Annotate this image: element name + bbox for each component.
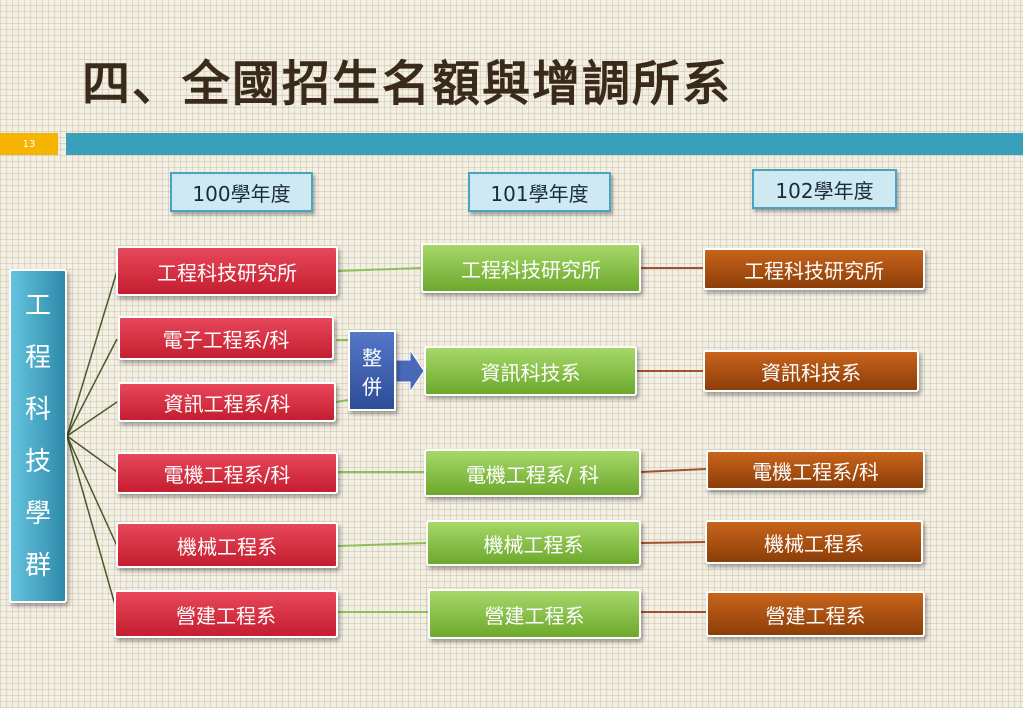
header-bar [66, 133, 1023, 155]
group-char: 科 [24, 395, 51, 425]
fan-line [66, 435, 118, 613]
dept-100-computer-engineering: 資訊工程系/科 [118, 382, 336, 422]
merge-arrow [395, 348, 425, 394]
dept-101-mechanical-engineering: 機械工程系 [426, 520, 641, 566]
dept-101-engineering-tech-institute: 工程科技研究所 [421, 243, 641, 293]
dept-102-information-technology: 資訊科技系 [703, 350, 919, 392]
year-102-header: 102學年度 [752, 169, 897, 209]
merge-label-box: 整 併 [348, 330, 396, 411]
year-101-header: 101學年度 [468, 172, 611, 212]
dept-101-construction-engineering: 營建工程系 [428, 589, 641, 639]
fan-line [66, 270, 118, 437]
fan-line [66, 338, 118, 437]
dept-100-electronic-engineering: 電子工程系/科 [118, 316, 334, 360]
dept-101-information-technology: 資訊科技系 [424, 346, 637, 396]
dept-102-construction-engineering: 營建工程系 [706, 591, 925, 637]
group-char: 群 [24, 551, 51, 581]
dept-100-electrical-engineering: 電機工程系/科 [116, 452, 338, 494]
year-100-header: 100學年度 [170, 172, 313, 212]
dept-101-electrical-engineering: 電機工程系/ 科 [424, 449, 641, 497]
fan-line [66, 435, 118, 547]
group-char: 學 [24, 499, 51, 529]
merge-char: 整 [362, 345, 382, 370]
link-line [640, 541, 706, 544]
dept-102-electrical-engineering: 電機工程系/科 [706, 450, 925, 490]
dept-100-mechanical-engineering: 機械工程系 [116, 522, 338, 568]
fan-line [66, 435, 118, 473]
dept-100-engineering-tech-institute: 工程科技研究所 [116, 246, 338, 296]
merge-char: 併 [362, 374, 382, 399]
link-line [337, 267, 422, 272]
link-line [640, 468, 707, 473]
engineering-group-box: 工 程 科 技 學 群 [9, 269, 67, 603]
group-char: 程 [24, 343, 51, 373]
link-line [337, 542, 427, 547]
dept-102-mechanical-engineering: 機械工程系 [705, 520, 923, 564]
dept-100-construction-engineering: 營建工程系 [114, 590, 338, 638]
fan-line [66, 401, 118, 437]
link-line [335, 399, 349, 403]
slide-number: 13 [0, 133, 58, 155]
group-char: 工 [24, 291, 51, 321]
slide-title: 四、全國招生名額與增調所系 [82, 56, 733, 112]
group-char: 技 [24, 447, 51, 477]
dept-102-engineering-tech-institute: 工程科技研究所 [703, 248, 925, 290]
